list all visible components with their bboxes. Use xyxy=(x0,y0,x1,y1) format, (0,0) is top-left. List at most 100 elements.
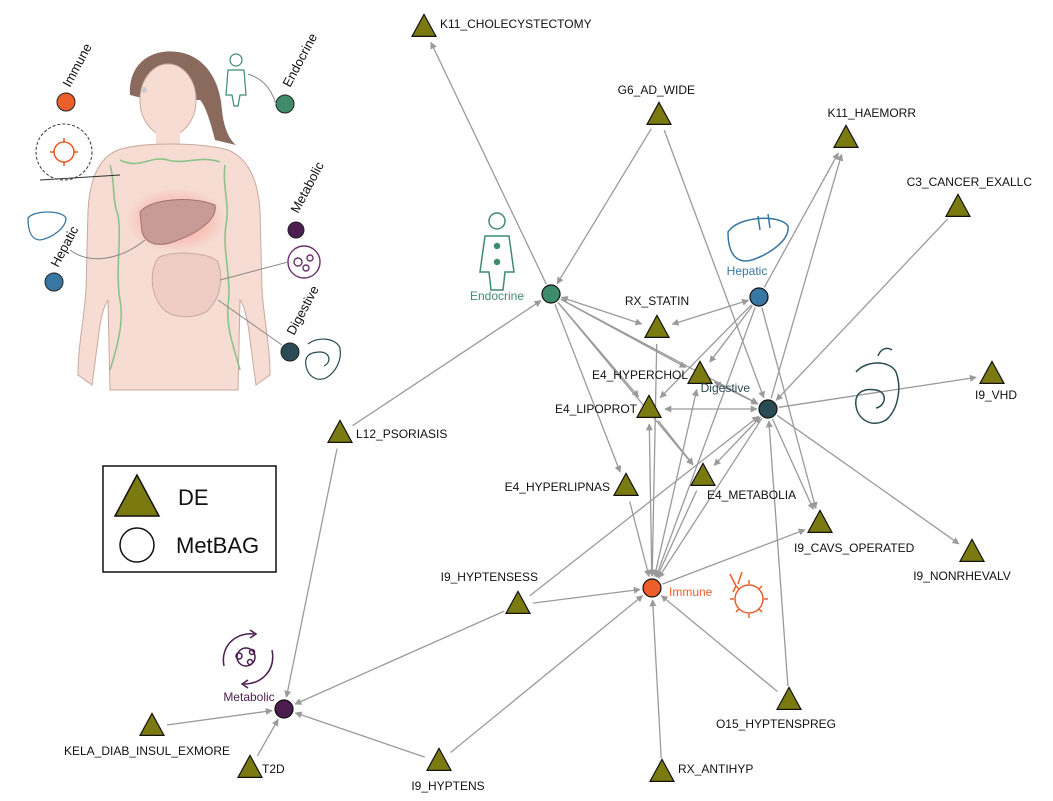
de-node-o15[interactable] xyxy=(775,686,803,710)
de-node-rx_statin[interactable] xyxy=(643,314,671,338)
edge-hepatic-k11_haem xyxy=(763,152,839,288)
edge-hepatic-rx_statin xyxy=(671,298,750,326)
de-node-g6[interactable] xyxy=(645,101,673,125)
figure-digestive-dot xyxy=(280,342,300,362)
figure-eye xyxy=(141,87,147,93)
de-node-l12[interactable] xyxy=(326,419,354,443)
edge-l12-endocrine xyxy=(352,300,542,427)
de-node-t2d[interactable] xyxy=(236,754,264,778)
de-node-label: E4_HYPERLIPNAS xyxy=(505,480,610,494)
figure-immune-dot xyxy=(56,92,76,112)
de-node-label: I9_CAVS_OPERATED xyxy=(794,541,915,555)
de-node-label: I9_NONRHEVALV xyxy=(913,569,1011,583)
figure-head xyxy=(139,63,197,137)
edge-o15-digestive xyxy=(765,420,789,687)
de-node-k11_chole[interactable] xyxy=(410,13,438,37)
edge-digestive-k11_haem xyxy=(770,153,844,399)
edge-endocrine-k11_chole xyxy=(430,41,547,285)
de-node-label: RX_ANTIHYP xyxy=(678,762,753,776)
de-node-label: E4_METABOLIA xyxy=(707,488,796,502)
de-node-i9_nonrhev[interactable] xyxy=(958,538,986,562)
metbag-node-metabolic[interactable] xyxy=(274,699,294,719)
metbag-node-label: Digestive xyxy=(701,381,751,395)
edge-i9_hyptens-immune xyxy=(450,595,644,754)
figure-endocrine-dot xyxy=(275,94,295,114)
de-node-e4_lipoprot[interactable] xyxy=(635,394,663,418)
edge-l12-metabolic xyxy=(284,448,338,698)
de-node-e4_metab[interactable] xyxy=(689,462,717,486)
de-node-label: K11_CHOLECYSTECTOMY xyxy=(440,17,592,31)
legend: DE MetBAG xyxy=(102,465,277,573)
de-node-kela[interactable] xyxy=(138,712,166,736)
edge-c3-digestive xyxy=(775,218,949,401)
edge-hepatic-i9_cavs xyxy=(761,307,818,510)
liver-icon-small xyxy=(27,211,67,241)
figure-metabolic-label: Metabolic xyxy=(287,159,327,216)
metabolic-icon-small xyxy=(287,245,321,279)
de-node-label: G6_AD_WIDE xyxy=(618,83,695,97)
network-nodes: K11_CHOLECYSTECTOMYG6_AD_WIDEK11_HAEMORR… xyxy=(64,13,1033,793)
de-node-e4_hyperchol[interactable] xyxy=(686,360,714,384)
de-node-i9_cavs[interactable] xyxy=(806,509,834,533)
edge-i9_hyptensess-metabolic xyxy=(294,610,505,705)
metbag-node-label: Hepatic xyxy=(727,264,768,278)
edge-digestive-i9_cavs xyxy=(771,418,814,511)
edge-immune-i9_cavs xyxy=(662,528,806,585)
figure-digestive-label: Digestive xyxy=(283,283,321,337)
de-node-e4_hyperlip[interactable] xyxy=(612,472,640,496)
de-node-k11_haem[interactable] xyxy=(832,124,860,148)
legend-de-triangle xyxy=(113,473,161,517)
metbag-node-immune[interactable] xyxy=(642,578,662,598)
de-node-label: KELA_DIAB_INSUL_EXMORE xyxy=(64,744,230,758)
metbag-node-endocrine[interactable] xyxy=(541,284,561,304)
edge-g6-digestive xyxy=(663,129,765,399)
edge-e4_metab-immune xyxy=(656,490,698,578)
edge-digestive-e4_metab xyxy=(713,416,761,466)
edge-e4_lipoprot-e4_metab xyxy=(657,420,694,466)
figure-hepatic-dot xyxy=(44,272,64,292)
virus-icon xyxy=(729,571,768,618)
edge-e4_lipoprot-immune xyxy=(645,423,656,577)
de-node-label: T2D xyxy=(262,762,285,776)
network-edges xyxy=(166,41,977,759)
de-node-rx_antihyp[interactable] xyxy=(648,758,676,782)
figure-liver xyxy=(139,199,216,245)
legend-metbag-label: MetBAG xyxy=(176,533,259,558)
person-icon xyxy=(479,212,515,291)
anatomy-figure: Immune Endocrine Metabolic Hepatic Diges… xyxy=(27,31,341,391)
de-node-c3[interactable] xyxy=(944,193,972,217)
figure-endocrine-label: Endocrine xyxy=(279,31,320,90)
metabolic-connector xyxy=(219,261,289,281)
edge-hepatic-immune xyxy=(654,307,756,578)
de-node-i9_hyptens[interactable] xyxy=(425,747,453,771)
edge-endocrine-e4_metab xyxy=(557,302,694,466)
de-node-label: C3_CANCER_EXALLC xyxy=(907,175,1033,189)
category-icons xyxy=(222,212,900,689)
metbag-node-hepatic[interactable] xyxy=(749,287,769,307)
figure-metabolic-dot xyxy=(287,221,305,239)
edge-endocrine-rx_statin xyxy=(560,296,643,326)
edge-i9_hyptensess-immune xyxy=(532,586,641,604)
de-node-label: I9_HYPTENS xyxy=(411,779,484,793)
figure-hepatic-label: Hepatic xyxy=(47,223,81,269)
de-node-label: O15_HYPTENSPREG xyxy=(716,717,836,731)
edge-hepatic-e4_lipoprot xyxy=(659,304,752,399)
edge-i9_hyptens-metabolic xyxy=(294,711,426,758)
edge-g6-endocrine xyxy=(556,128,652,285)
endocrine-connector xyxy=(247,73,277,105)
edge-digestive-e4_hyperchol xyxy=(713,381,759,405)
figure-lymph-right xyxy=(223,164,241,371)
edge-t2d-metabolic xyxy=(256,718,279,757)
de-node-label: E4_HYPERCHOL xyxy=(592,368,688,382)
metbag-node-digestive[interactable] xyxy=(758,399,778,419)
de-node-i9_hyptensess[interactable] xyxy=(504,590,532,614)
figure-intestines xyxy=(151,252,222,318)
de-node-i9_vhd[interactable] xyxy=(978,360,1006,384)
figure-immune-label: Immune xyxy=(59,41,94,90)
intestine-icon-small xyxy=(305,338,341,380)
edge-i9_hyptensess-digestive xyxy=(529,415,760,597)
de-node-label: E4_LIPOPROT xyxy=(555,402,638,416)
intestine-icon xyxy=(855,347,900,424)
metabolic-icon xyxy=(222,629,274,689)
digestive-connector xyxy=(217,299,283,346)
